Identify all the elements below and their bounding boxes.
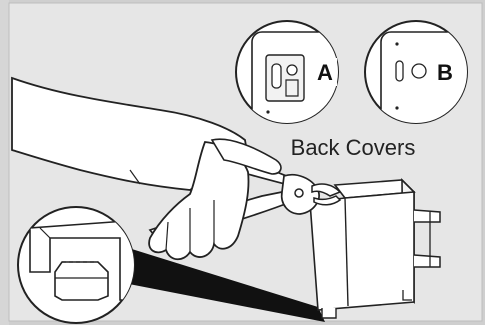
zoom-tab — [55, 262, 108, 300]
box-bracket-lower — [414, 255, 440, 267]
back-cover-a-screw — [266, 110, 269, 113]
back-cover-a-hole — [287, 65, 297, 75]
back-cover-b-screw-top — [395, 42, 398, 45]
box-bottom-tab — [322, 308, 336, 318]
back-cover-a-slot — [272, 64, 281, 88]
box-bracket-upper — [414, 210, 440, 222]
back-cover-b-slot — [396, 61, 403, 81]
back-cover-b-screw-bottom — [395, 106, 398, 109]
callout-b-letter: B — [437, 60, 453, 85]
back-cover-b-hole — [412, 64, 426, 78]
pliers-pivot — [295, 189, 303, 197]
callout-a-letter: A — [317, 60, 333, 85]
back-covers-caption: Back Covers — [291, 135, 416, 160]
left-strip — [0, 0, 9, 325]
box-front-face — [310, 192, 414, 310]
